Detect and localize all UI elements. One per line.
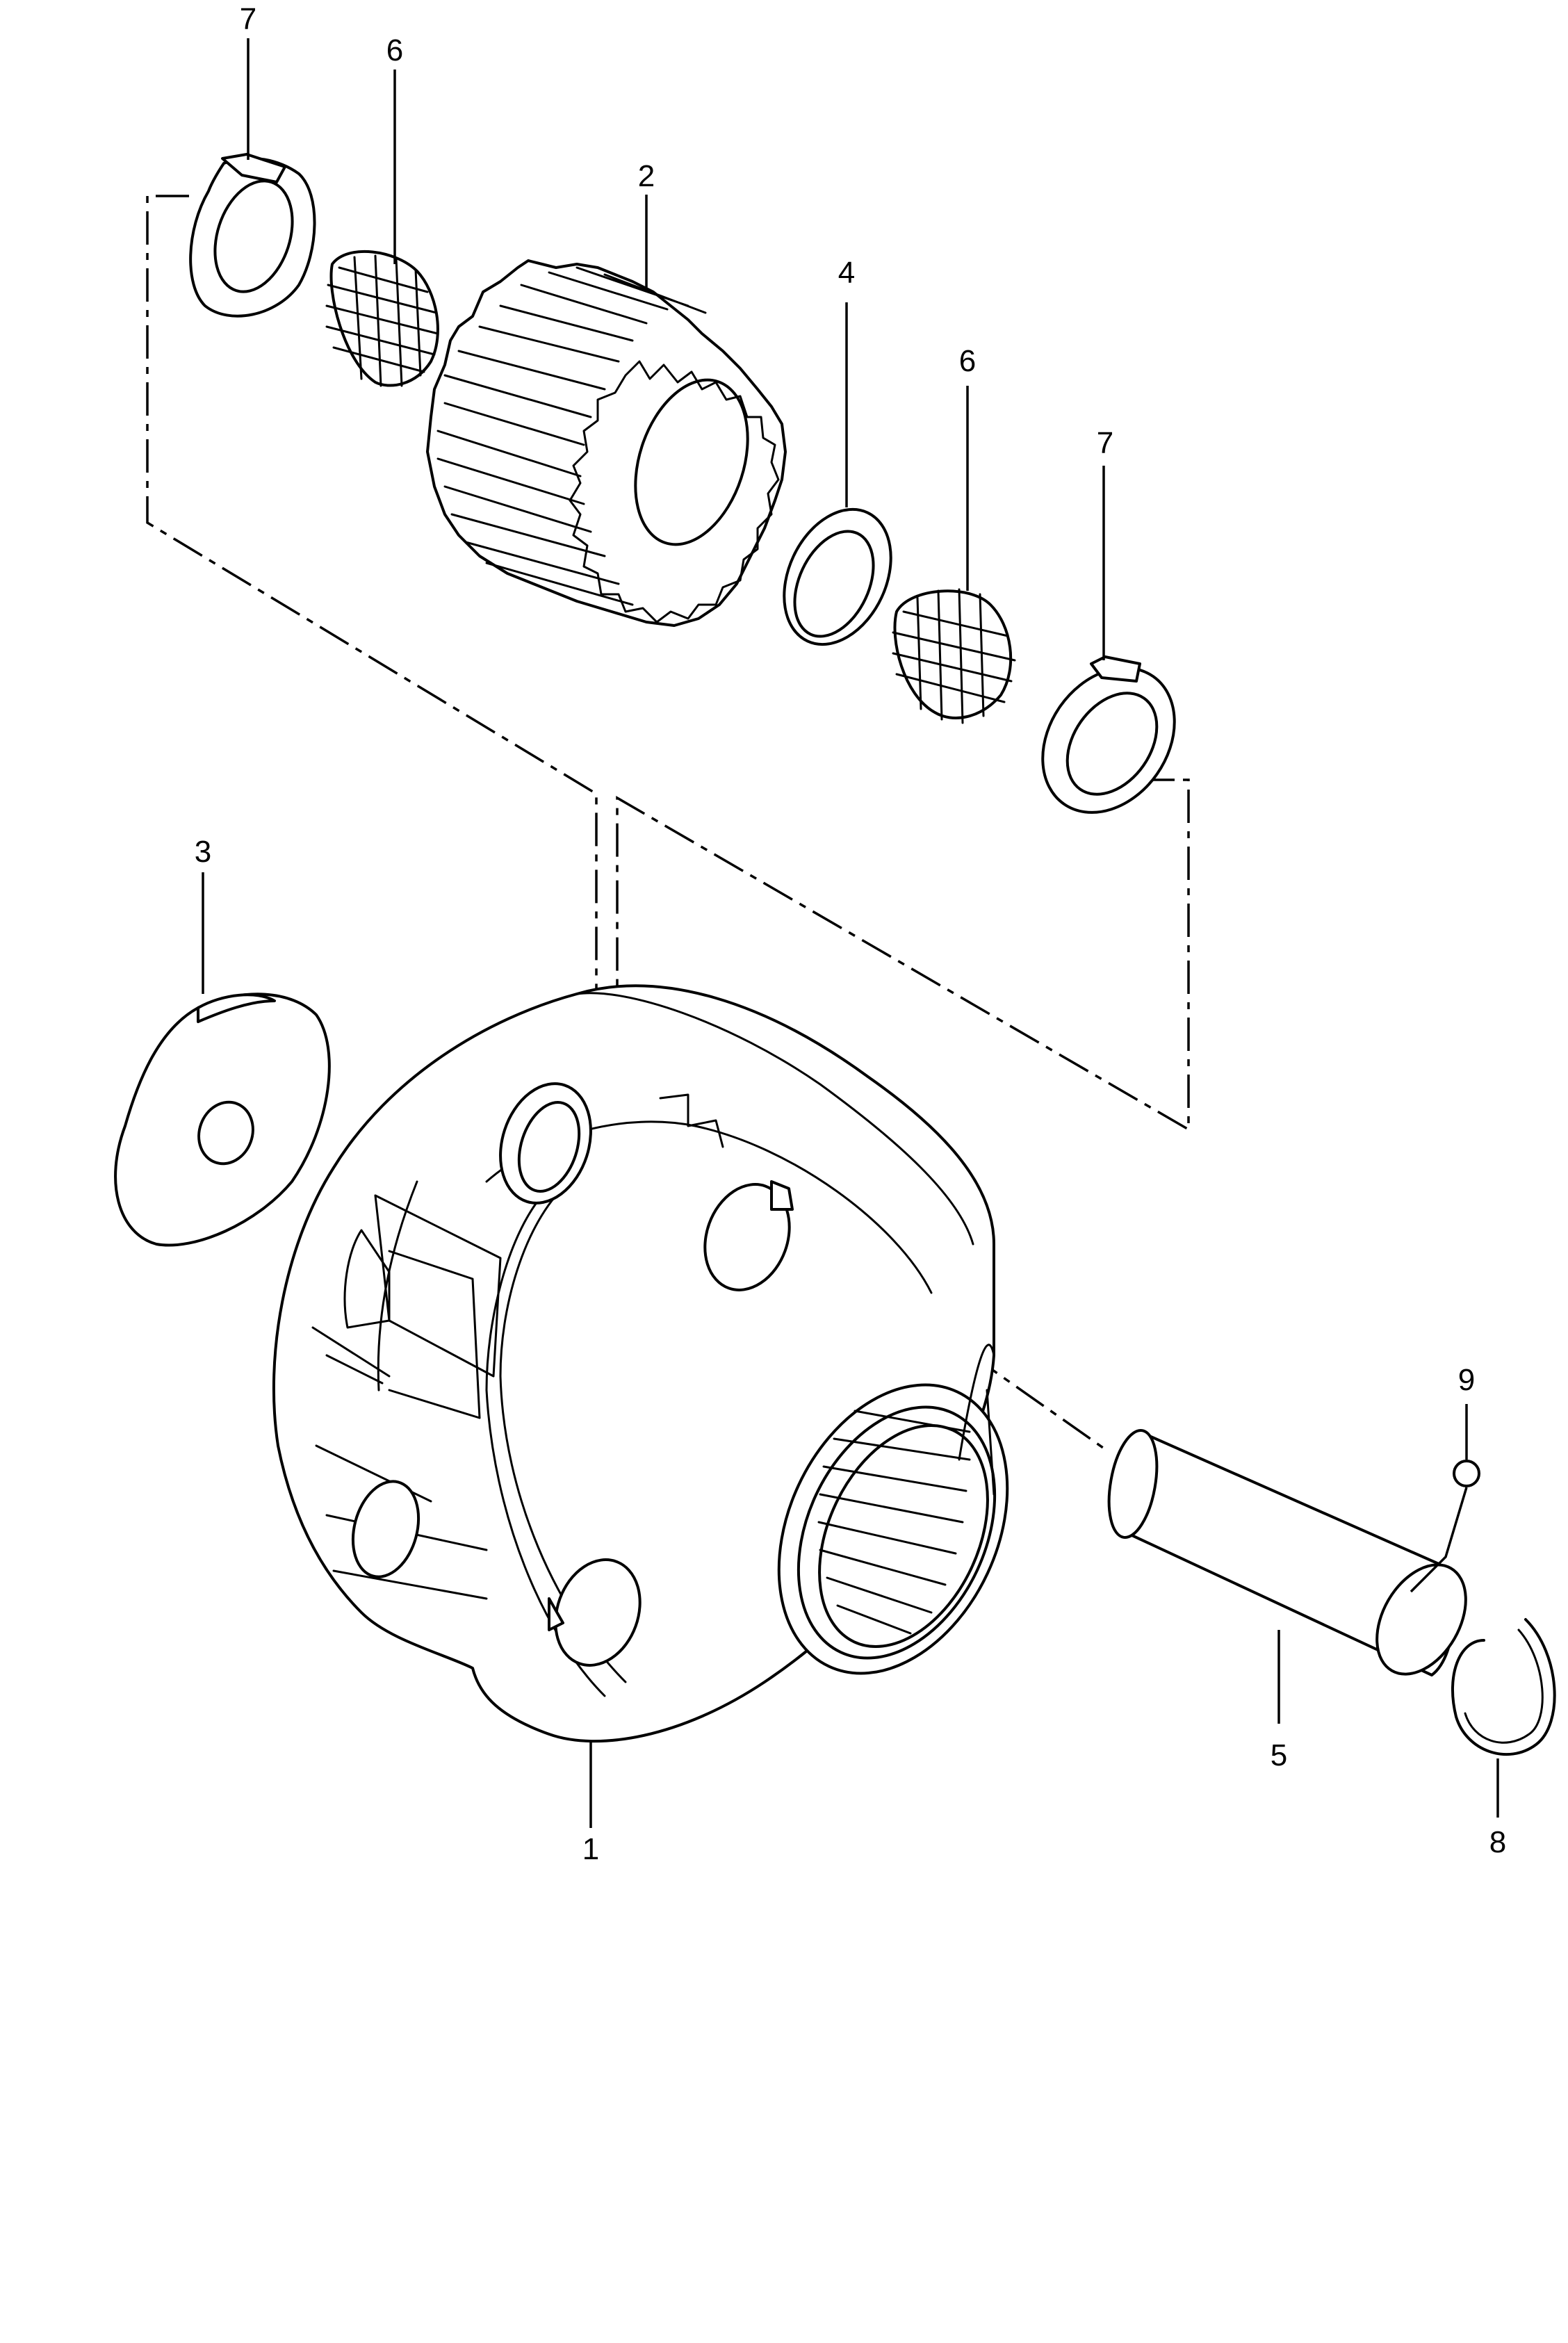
part-2-spur-gear [426, 259, 787, 627]
part-6-needle-bearing-right [892, 588, 1016, 724]
part-6-needle-bearing-top [325, 250, 439, 387]
part-1-planet-carrier [272, 984, 1009, 1743]
leader-lines [202, 38, 1499, 1828]
callout-3: 3 [195, 835, 211, 869]
callout-9: 9 [1458, 1363, 1475, 1397]
callout-labels: 7 6 2 4 6 7 3 1 5 9 8 [195, 2, 1506, 1866]
callout-7-right: 7 [1097, 426, 1113, 460]
part-9-ball [1453, 1460, 1480, 1487]
part-4-bushing [783, 507, 892, 646]
callout-8: 8 [1489, 1825, 1506, 1859]
callout-6-right: 6 [959, 344, 976, 378]
callout-6-top: 6 [386, 33, 403, 67]
callout-5: 5 [1271, 1738, 1287, 1772]
part-3-thrust-washer [114, 993, 331, 1247]
callout-1: 1 [582, 1832, 599, 1866]
callout-2: 2 [638, 159, 655, 193]
part-7-circlip-right [1041, 655, 1176, 814]
part-8-snap-ring [1451, 1618, 1556, 1756]
callout-4: 4 [838, 256, 855, 290]
callout-7-top: 7 [240, 2, 256, 36]
part-7-circlip-top [189, 153, 316, 318]
part-5-pin [1107, 1428, 1467, 1676]
